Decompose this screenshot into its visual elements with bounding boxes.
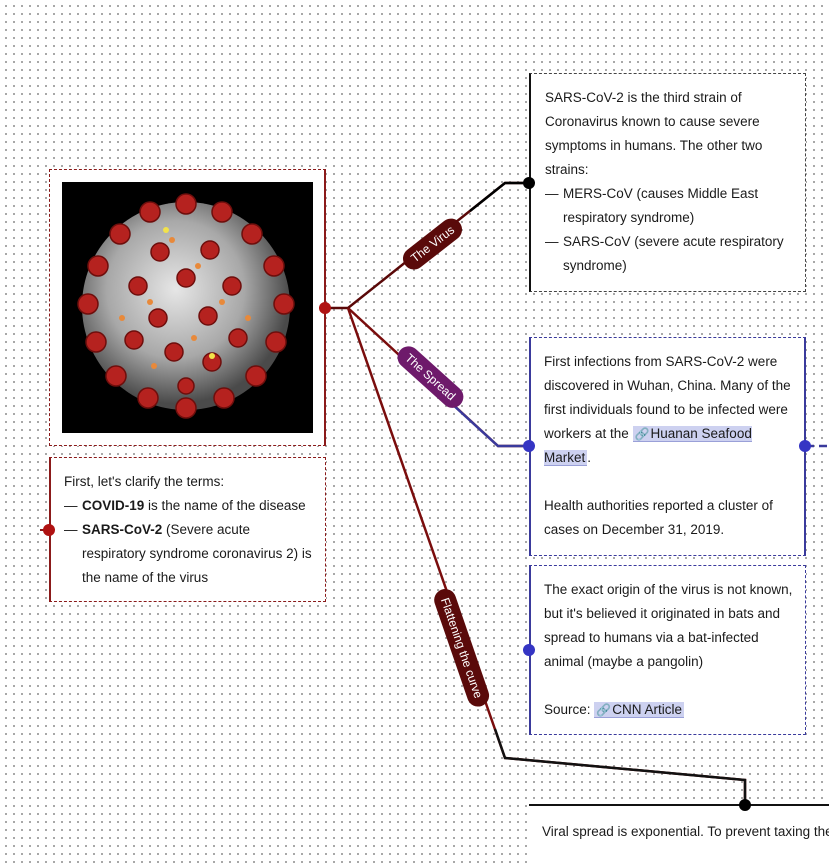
link-label: CNN Article xyxy=(612,702,682,717)
terms-intro: First, let's clarify the terms: xyxy=(64,474,225,489)
link-icon: 🔗 xyxy=(596,703,612,717)
spread-para-2: Health authorities reported a cluster of… xyxy=(544,498,773,537)
link-icon: 🔗 xyxy=(634,427,650,441)
list-item: COVID-19 is the name of the disease xyxy=(64,494,315,518)
terms-card[interactable]: First, let's clarify the terms: COVID-19… xyxy=(49,457,326,602)
image-card-node[interactable] xyxy=(319,302,331,314)
virus-image-card[interactable] xyxy=(49,169,326,446)
spread-text: First infections from SARS-CoV-2 were di… xyxy=(544,354,791,441)
coronavirus-image xyxy=(62,182,313,433)
virus-card[interactable]: SARS-CoV-2 is the third strain of Corona… xyxy=(529,73,806,292)
list-item: MERS-CoV (causes Middle East respiratory… xyxy=(545,182,793,230)
cnn-article-link[interactable]: 🔗CNN Article xyxy=(594,702,684,718)
term-covid19-desc: is the name of the disease xyxy=(144,498,306,513)
term-covid19: COVID-19 xyxy=(82,498,145,513)
flatten-card-node[interactable] xyxy=(739,799,751,811)
term-sarscov2: SARS-CoV-2 xyxy=(82,522,163,537)
origin-card[interactable]: The exact origin of the virus is not kno… xyxy=(529,565,806,735)
link-label: Huanan Seafood Market xyxy=(544,426,752,465)
virus-strain-list: MERS-CoV (causes Middle East respiratory… xyxy=(545,182,793,278)
terms-card-node[interactable] xyxy=(43,524,55,536)
origin-source: Source: 🔗CNN Article xyxy=(544,698,793,722)
virus-intro: SARS-CoV-2 is the third strain of Corona… xyxy=(545,90,763,177)
spread-text-end: . xyxy=(587,450,592,465)
origin-para: The exact origin of the virus is not kno… xyxy=(544,582,793,669)
spread-card-left-node[interactable] xyxy=(523,440,535,452)
flatten-text: Viral spread is exponential. To prevent … xyxy=(542,824,829,839)
spread-card[interactable]: First infections from SARS-CoV-2 were di… xyxy=(529,337,806,556)
term-sarscov2-desc: (Severe acute respiratory syndrome coron… xyxy=(82,522,312,585)
list-item: SARS-CoV (severe acute respiratory syndr… xyxy=(545,230,793,278)
flatten-card[interactable]: Viral spread is exponential. To prevent … xyxy=(529,804,829,864)
spread-para-1: First infections from SARS-CoV-2 were di… xyxy=(544,350,792,470)
origin-card-node[interactable] xyxy=(523,644,535,656)
virus-card-node[interactable] xyxy=(523,177,535,189)
list-item: SARS-CoV-2 (Severe acute respiratory syn… xyxy=(64,518,315,590)
spread-card-right-node[interactable] xyxy=(799,440,811,452)
source-label: Source: xyxy=(544,702,595,717)
terms-list: COVID-19 is the name of the disease SARS… xyxy=(64,494,315,590)
